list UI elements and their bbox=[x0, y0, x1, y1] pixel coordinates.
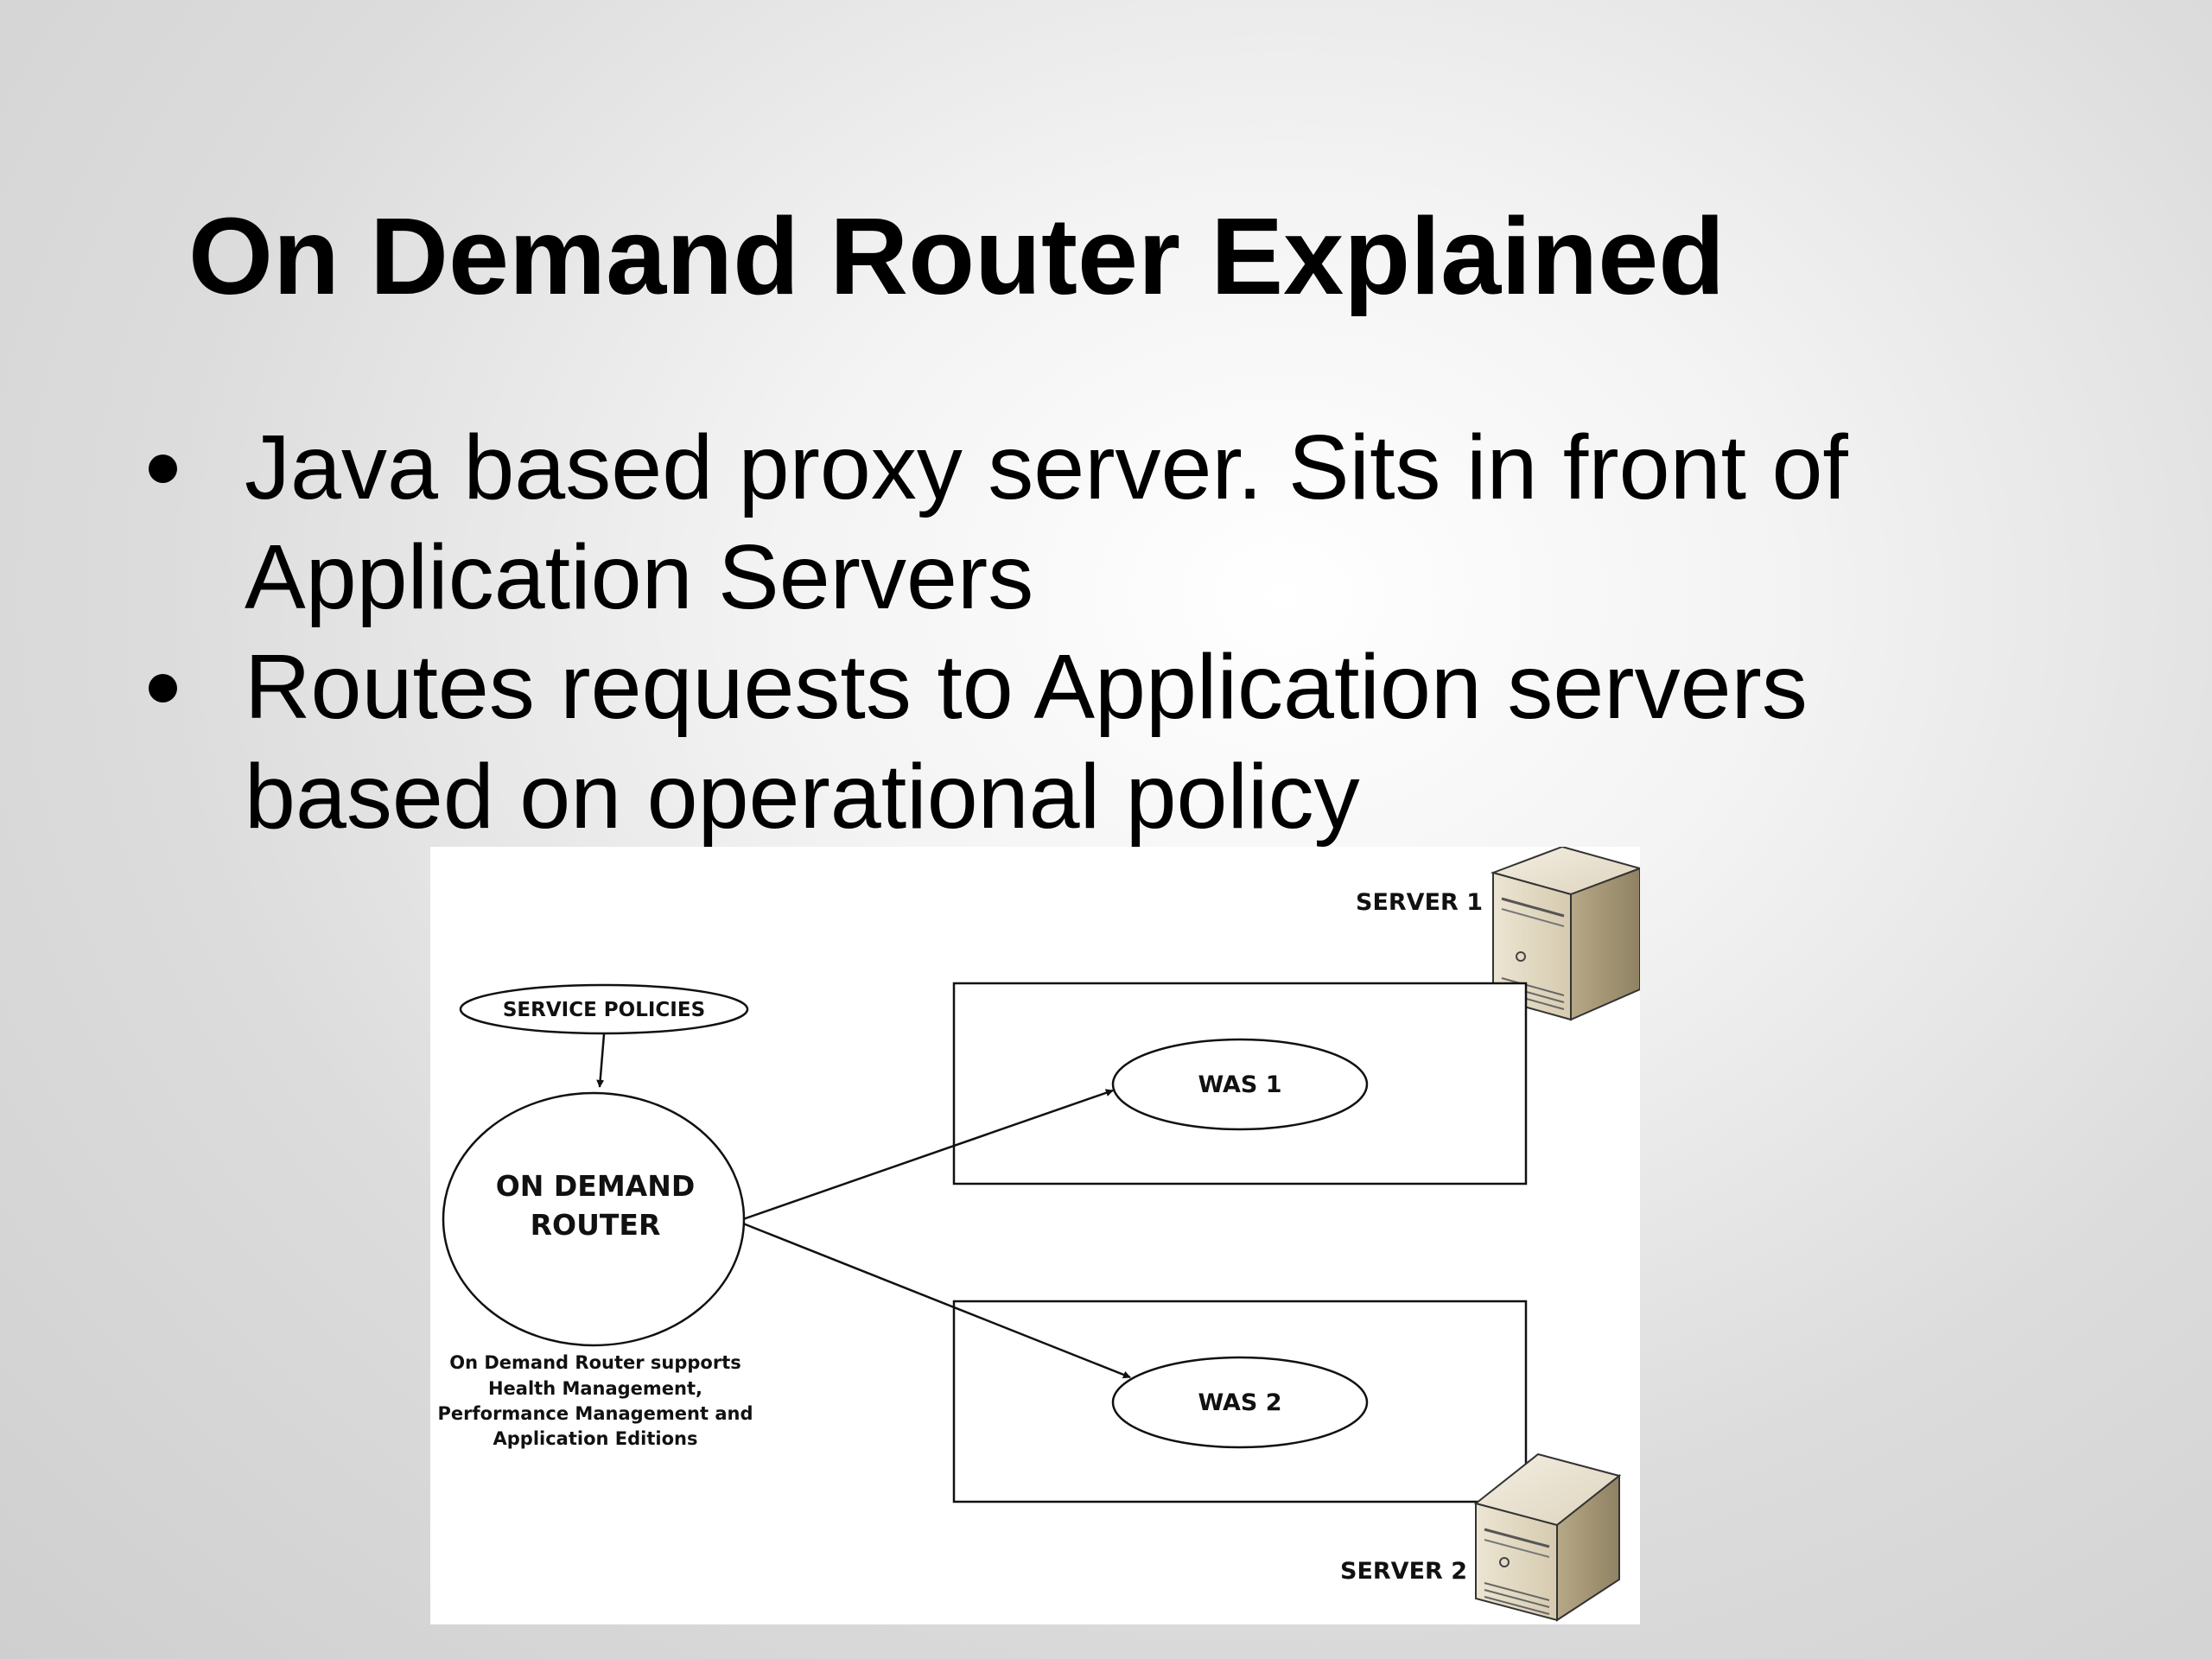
service-policies-label: SERVICE POLICIES bbox=[503, 999, 705, 1021]
bullet-dot-icon bbox=[149, 674, 177, 702]
router-to-was1-arrow bbox=[742, 1089, 1114, 1221]
bullet-text-continued: based on operational policy bbox=[245, 746, 1360, 848]
router-to-was2-arrow bbox=[742, 1222, 1131, 1379]
bullet-text: Java based proxy server. Sits in front o… bbox=[245, 416, 1848, 518]
architecture-diagram: SERVICE POLICIES ON DEMAND ROUTER On Dem… bbox=[430, 847, 1640, 1624]
router-label-line1: ON DEMAND bbox=[496, 1169, 695, 1203]
was1-node bbox=[1111, 1038, 1369, 1131]
bullet-item: Java based proxy server. Sits in front o… bbox=[145, 413, 2046, 632]
service-policies-node bbox=[459, 983, 749, 1035]
server2-label: SERVER 2 bbox=[1340, 1558, 1467, 1585]
bullet-list: Java based proxy server. Sits in front o… bbox=[145, 413, 2046, 852]
bullet-dot-icon bbox=[149, 454, 177, 483]
router-label-line2: ROUTER bbox=[531, 1208, 661, 1242]
policy-to-router-arrow bbox=[596, 1033, 606, 1088]
slide-title: On Demand Router Explained bbox=[188, 195, 1726, 317]
router-note-line: On Demand Router supports bbox=[449, 1352, 741, 1373]
was1-label: WAS 1 bbox=[1198, 1071, 1281, 1098]
server1-label: SERVER 1 bbox=[1356, 889, 1483, 916]
bullet-text-continued: Application Servers bbox=[245, 526, 1034, 628]
server2-box bbox=[952, 1300, 1528, 1503]
diagram-canvas: SERVICE POLICIES ON DEMAND ROUTER On Dem… bbox=[438, 847, 1640, 1622]
router-note-line: Health Management, bbox=[488, 1378, 702, 1399]
bullet-text: Routes requests to Application servers bbox=[245, 636, 1808, 738]
bullet-item: Routes requests to Application servers b… bbox=[145, 632, 2046, 852]
was2-label: WAS 2 bbox=[1198, 1389, 1281, 1416]
was2-node bbox=[1111, 1356, 1369, 1449]
router-note-line: Performance Management and bbox=[438, 1403, 753, 1424]
router-note-line: Application Editions bbox=[493, 1428, 698, 1449]
server-icon bbox=[1473, 1452, 1622, 1622]
